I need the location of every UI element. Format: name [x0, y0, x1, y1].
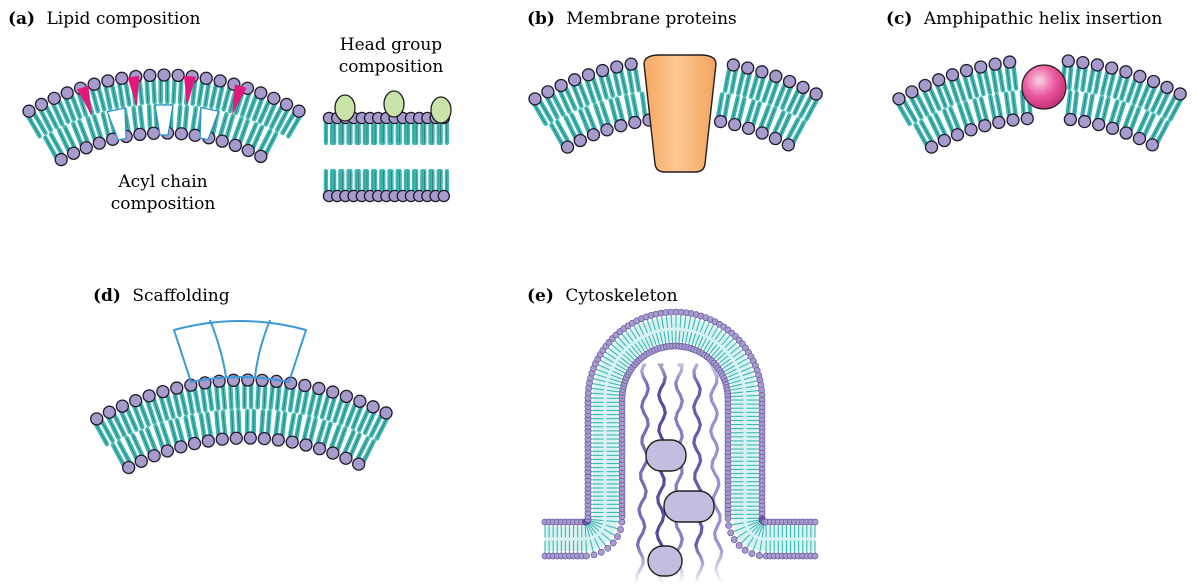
- lipid: [201, 414, 214, 447]
- lipid: [286, 415, 300, 448]
- lipid: [1064, 92, 1076, 125]
- acyl-chain-label-line1: Acyl chain: [117, 172, 207, 192]
- lipid: [230, 411, 242, 444]
- panel-d: (d) Scaffolding: [91, 286, 392, 473]
- tube-lipid-tail: [672, 331, 673, 343]
- lipid: [172, 69, 184, 102]
- lipid: [216, 412, 228, 445]
- lipid: [242, 374, 254, 407]
- tube-lipid-head: [812, 519, 818, 525]
- tube-lipid-head: [591, 552, 597, 558]
- tube-lipid-head: [583, 553, 589, 559]
- tube-lipid-head: [742, 547, 748, 553]
- lipid: [1006, 93, 1019, 126]
- tube-lipid-tail: [671, 315, 672, 327]
- lipid: [725, 59, 739, 92]
- tube-lipid-head: [725, 522, 731, 528]
- tube-lipid-head: [605, 545, 611, 551]
- tube-lipid-head: [617, 526, 623, 532]
- tube-lipid-head: [610, 540, 616, 546]
- lipid: [989, 58, 1003, 91]
- panel-c-title: (c) Amphipathic helix insertion: [886, 9, 1162, 29]
- large-head-group: [384, 91, 404, 117]
- tube-lipid-head: [614, 534, 620, 540]
- acyl-chain-label-line2: composition: [111, 194, 216, 214]
- amphipathic-helix: [1022, 65, 1066, 109]
- lipid: [134, 107, 146, 140]
- panel-b-title: (b) Membrane proteins: [527, 9, 737, 29]
- tube-lipid-head: [749, 551, 755, 557]
- motor-protein: [646, 440, 686, 471]
- lipid: [199, 377, 212, 410]
- lipid: [1079, 94, 1093, 127]
- tube-lipid-head: [812, 553, 818, 559]
- lipid: [144, 69, 156, 102]
- filament-fade-bottom: [630, 545, 745, 584]
- lipid: [186, 416, 201, 449]
- lipid: [116, 72, 129, 105]
- lipid-bilayer-curved: [91, 374, 392, 473]
- lipid: [175, 107, 187, 140]
- panel-d-title: (d) Scaffolding: [93, 286, 230, 306]
- tube-lipid-tail: [585, 525, 586, 537]
- tube-lipid-tail: [746, 395, 758, 396]
- tube-lipid-head: [598, 549, 604, 555]
- lipid: [199, 72, 212, 105]
- motor-protein: [664, 491, 714, 522]
- lipid: [438, 171, 449, 202]
- tube-lipid-head: [736, 542, 742, 548]
- lipid: [715, 94, 729, 127]
- lipid: [213, 375, 225, 408]
- tube-lipid-head: [728, 530, 734, 536]
- lipid-bilayer-flat: [323, 112, 449, 201]
- tube-lipid-head: [756, 552, 762, 558]
- lipid: [626, 95, 640, 128]
- head-group-label-line1: Head group: [340, 35, 442, 55]
- lipid-bilayer-curved: [23, 69, 305, 166]
- lipid: [158, 69, 170, 102]
- tube-lipid-tail: [586, 540, 587, 552]
- large-head-group: [335, 95, 355, 121]
- lipid: [1004, 56, 1016, 89]
- tube-lipid-head: [731, 536, 737, 542]
- panel-e: (e) Cytoskeleton: [527, 286, 818, 584]
- lipid: [1089, 59, 1103, 92]
- lipid: [1076, 57, 1089, 90]
- lipid: [1093, 98, 1109, 131]
- lipid: [258, 411, 270, 444]
- lipid: [625, 58, 639, 91]
- lipid: [975, 99, 991, 132]
- large-head-group: [431, 97, 451, 123]
- panel-c: (c) Amphipathic helix insertion: [886, 9, 1186, 153]
- panel-a-title: (a) Lipid composition: [8, 9, 201, 29]
- motor-protein: [648, 546, 682, 576]
- head-group-label-line2: composition: [339, 57, 444, 77]
- panel-e-title: (e) Cytoskeleton: [527, 286, 678, 306]
- tube-lipid-head: [725, 515, 731, 521]
- lipid: [990, 95, 1004, 128]
- lipid: [300, 418, 316, 451]
- scaffold-protein: [174, 320, 306, 382]
- lipid: [729, 98, 745, 131]
- panel-b: (b) Membrane proteins: [527, 9, 822, 172]
- lipid: [244, 411, 256, 444]
- lipid: [227, 374, 239, 407]
- lipid: [611, 99, 627, 132]
- membrane-protein: [644, 55, 716, 172]
- lipid: [272, 413, 285, 446]
- tube-lipid-tail: [731, 396, 743, 397]
- panel-a: (a) Lipid composition Head group composi…: [8, 9, 451, 214]
